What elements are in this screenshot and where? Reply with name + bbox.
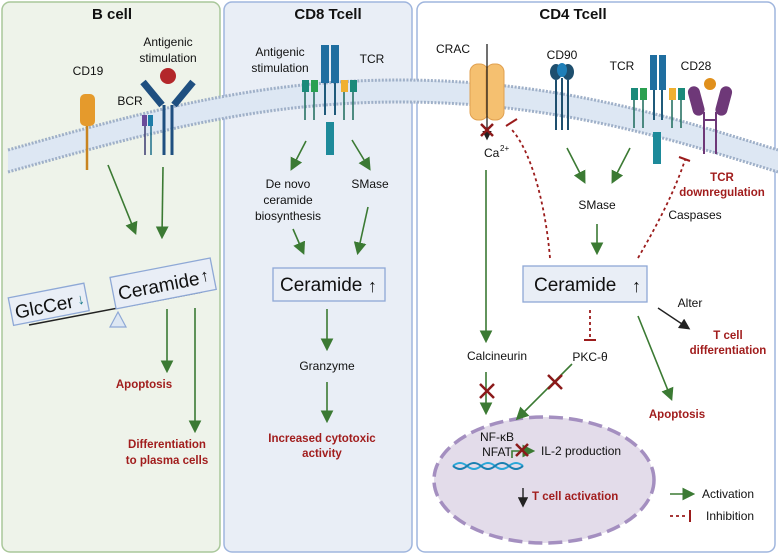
tcr-downregulation-outcome-2: downregulation xyxy=(679,187,765,199)
blocked-x-icon xyxy=(515,443,529,457)
activation-arrow xyxy=(107,164,138,235)
activation-arrow xyxy=(566,147,586,184)
calcium-charge: 2+ xyxy=(500,144,509,153)
activation-arrow xyxy=(637,315,674,401)
tcr-label: TCR xyxy=(360,52,385,66)
activation-arrow xyxy=(292,228,306,255)
tcr-label: TCR xyxy=(610,59,635,73)
ceramide-box: Ceramide ↑ xyxy=(522,265,648,303)
down-arrow-icon: ↓ xyxy=(75,291,86,309)
apoptosis-outcome: Apoptosis xyxy=(116,379,172,391)
cd4-title: CD4 Tcell xyxy=(539,6,606,23)
legend: Activation Inhibition xyxy=(670,487,754,523)
plasma-diff-outcome-2: to plasma cells xyxy=(126,455,208,467)
tcr-downregulation-outcome: TCR xyxy=(710,172,734,184)
apoptosis-outcome: Apoptosis xyxy=(649,409,705,421)
tcr-complex-icon xyxy=(302,45,357,155)
up-arrow-icon: ↑ xyxy=(368,276,377,296)
denovo-label: De novo xyxy=(266,177,311,191)
inhibition-bar xyxy=(678,156,691,162)
caspases-label: Caspases xyxy=(668,208,721,222)
ceramide-box: Ceramide ↑ xyxy=(272,267,386,302)
bcr-antibody-icon xyxy=(140,68,196,155)
bcr-label: BCR xyxy=(117,94,143,108)
ceramide-label: Ceramide xyxy=(280,275,362,296)
inhibition-bar xyxy=(505,118,518,127)
cd19-label: CD19 xyxy=(73,64,104,78)
blocked-x-icon xyxy=(479,383,495,399)
granzyme-label: Granzyme xyxy=(299,359,355,373)
cytotoxic-outcome-2: activity xyxy=(302,448,342,460)
activation-arrow xyxy=(611,147,631,184)
smase-label: SMase xyxy=(351,177,389,191)
promoter-arrow-icon xyxy=(511,444,536,458)
t-cell-activation-outcome: T cell activation xyxy=(532,491,618,503)
inhibition-line xyxy=(637,159,686,259)
ceramide-label: Ceramide xyxy=(534,275,616,296)
dna-icon xyxy=(452,462,524,470)
t-cell-diff-outcome-2: differentiation xyxy=(690,345,767,357)
nucleus xyxy=(432,415,656,545)
nfat-label: NFAT xyxy=(482,445,512,459)
il2-production-label: IL-2 production xyxy=(541,444,621,458)
cd90-receptor-icon xyxy=(550,63,574,130)
alter-arrow xyxy=(657,307,691,330)
smase-label: SMase xyxy=(578,198,616,212)
activation-arrow xyxy=(155,166,169,240)
b-cell-title: B cell xyxy=(92,6,132,23)
alter-label: Alter xyxy=(678,296,703,310)
legend-activation: Activation xyxy=(702,487,754,501)
denovo-label-3: biosynthesis xyxy=(255,209,321,223)
cell-membrane xyxy=(7,78,778,174)
t-cell-diff-outcome: T cell xyxy=(713,330,742,342)
denovo-label-2: ceramide xyxy=(263,193,313,207)
ceramide-balance-scale: GlcCer ↓ Ceramide ↑ xyxy=(7,257,218,328)
stimulation-label: stimulation xyxy=(139,51,196,65)
cd90-label: CD90 xyxy=(547,48,578,62)
nfkb-label: NF-κB xyxy=(480,430,514,444)
crac-channel-icon xyxy=(469,44,505,141)
cytotoxic-outcome: Increased cytotoxic xyxy=(268,433,376,445)
antigenic-label: Antigenic xyxy=(143,35,192,49)
activation-arrow xyxy=(515,363,573,421)
calcium-label: Ca xyxy=(484,146,500,160)
legend-inhibition: Inhibition xyxy=(706,509,754,523)
plasma-diff-outcome: Differentiation xyxy=(128,439,206,451)
cd28-label: CD28 xyxy=(681,59,712,73)
activation-arrow xyxy=(351,139,371,171)
crac-label: CRAC xyxy=(436,42,470,56)
tcr-complex-icon xyxy=(631,55,685,164)
blocked-x-icon xyxy=(547,374,563,390)
pkc-theta-label: PKC-θ xyxy=(572,350,608,364)
stimulation-label: stimulation xyxy=(251,61,308,75)
calcineurin-label: Calcineurin xyxy=(467,349,527,363)
cd19-receptor-icon xyxy=(80,94,95,170)
up-arrow-icon: ↑ xyxy=(632,276,641,296)
activation-arrow xyxy=(353,206,369,256)
cd28-receptor-icon xyxy=(687,78,733,154)
cd8-title: CD8 Tcell xyxy=(294,6,361,23)
inhibition-line xyxy=(511,129,551,259)
up-arrow-icon: ↑ xyxy=(199,266,211,286)
activation-arrow xyxy=(290,140,307,171)
antigenic-label: Antigenic xyxy=(255,45,304,59)
